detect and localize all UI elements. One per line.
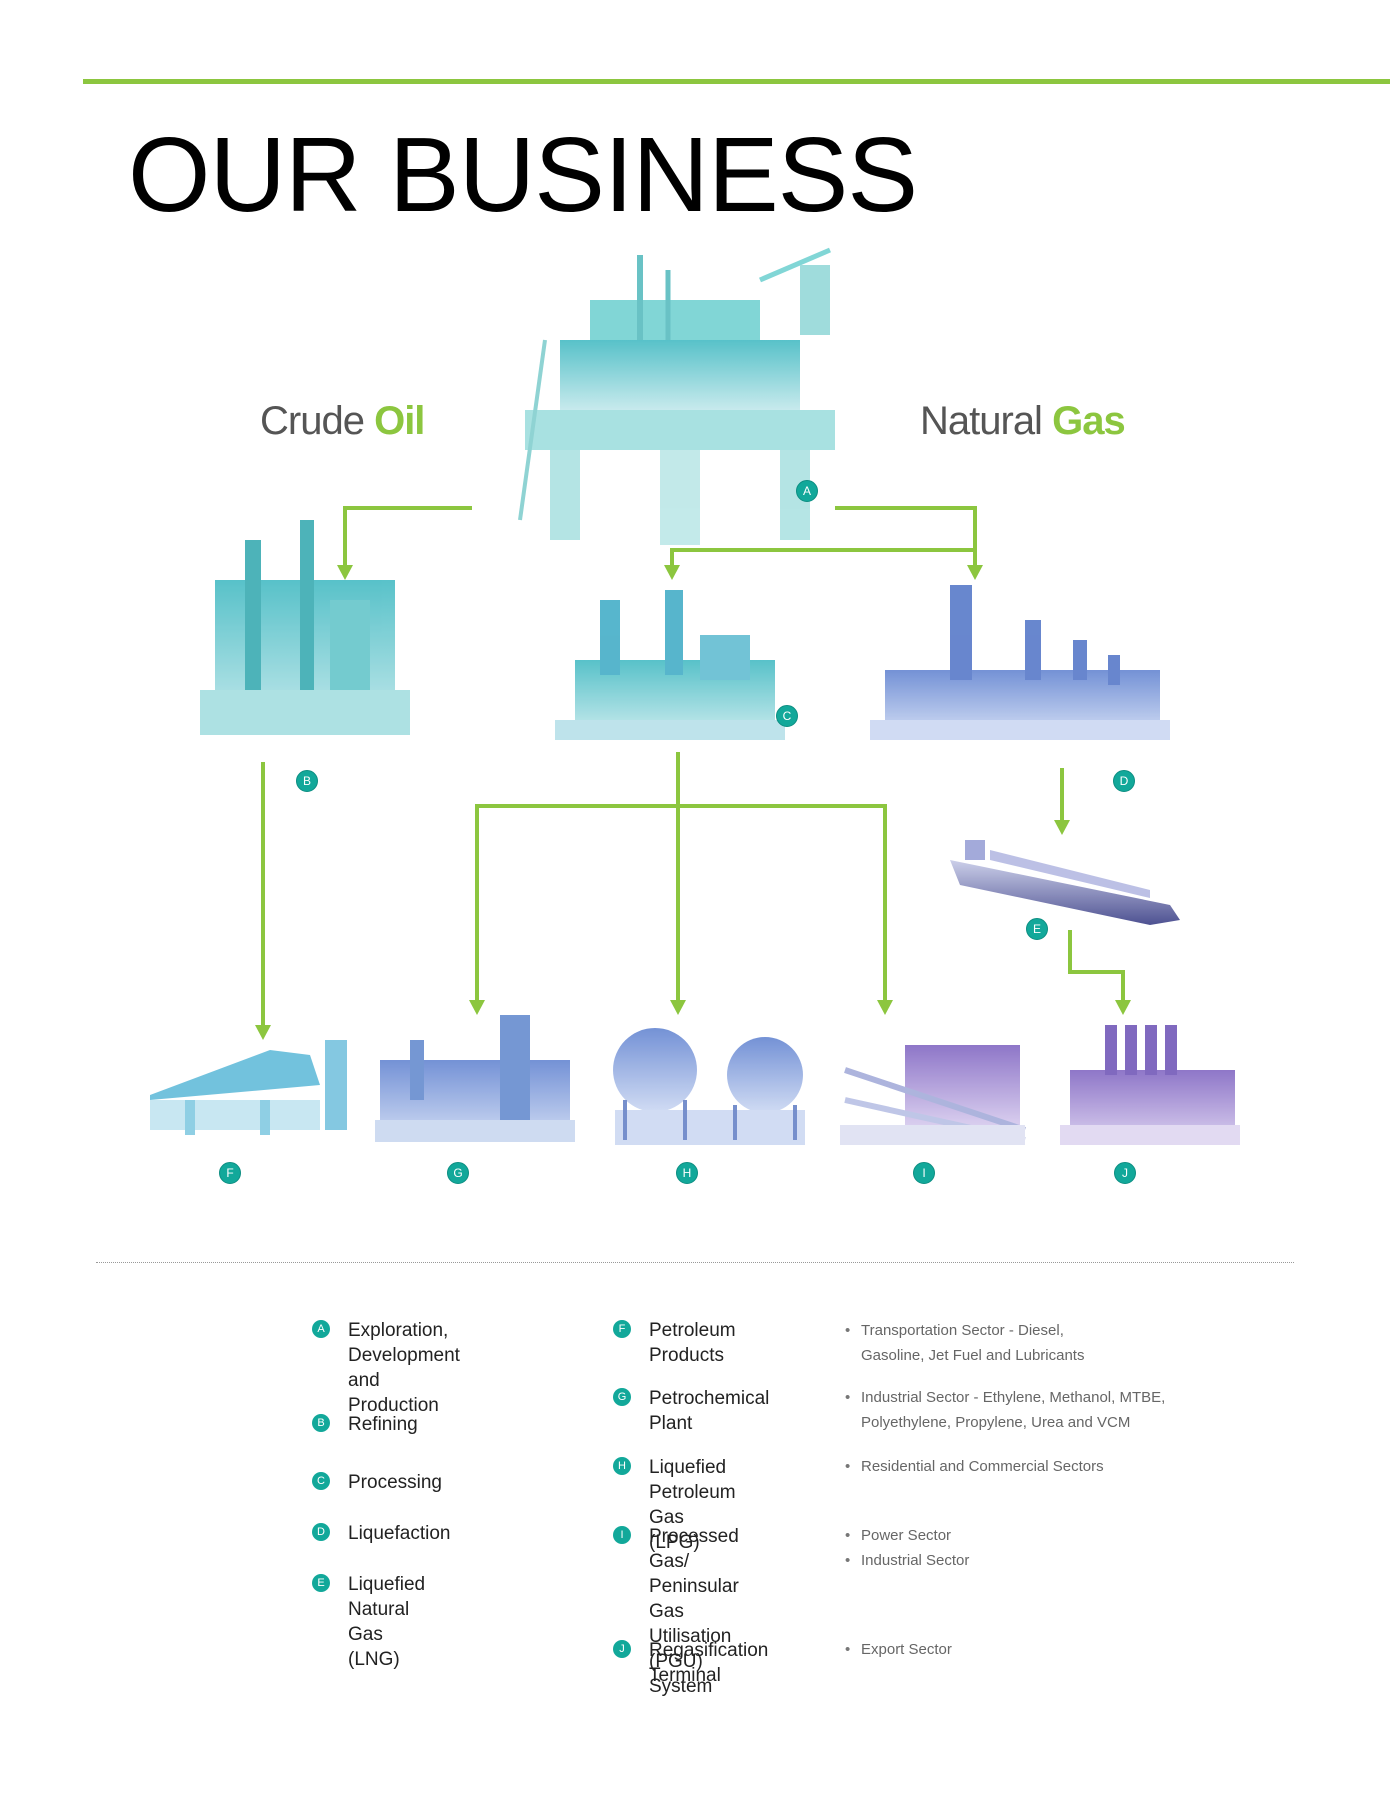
arrowhead-i <box>877 1000 893 1015</box>
node-badge-c: C <box>776 705 798 727</box>
legend-label-f: Petroleum Products <box>649 1320 736 1366</box>
legend-badge-f: F <box>613 1320 631 1338</box>
sector-item: Power Sector <box>845 1523 969 1548</box>
lpg-storage-spheres-illustration <box>613 1028 805 1145</box>
edge-c-to-g-i <box>475 804 887 1000</box>
business-flow-diagram <box>150 247 1240 1145</box>
arrowhead-h <box>670 1000 686 1015</box>
sector-item: Export Sector <box>845 1637 952 1662</box>
sector-item: Residential and Commercial Sectors <box>845 1454 1104 1479</box>
edge-to-c <box>670 548 975 565</box>
sector-list-f: Transportation Sector - Diesel, Gasoline… <box>845 1318 1084 1368</box>
legend-label-i: Processed Gas/ Peninsular Gas Utilisatio… <box>649 1526 739 1697</box>
natural-gas-heading-word2: Gas <box>1052 399 1126 443</box>
legend-label-b: Refining <box>348 1414 418 1435</box>
legend-badge-c: C <box>312 1472 330 1490</box>
sector-item: Transportation Sector - Diesel, Gasoline… <box>845 1318 1084 1368</box>
arrowhead-g <box>469 1000 485 1015</box>
node-badge-i: I <box>913 1162 935 1184</box>
legend-label-d: Liquefaction <box>348 1523 451 1544</box>
legend-label-e: Liquefied Natural Gas (LNG) <box>348 1574 426 1670</box>
node-badge-f: F <box>219 1162 241 1184</box>
node-badge-d: D <box>1113 770 1135 792</box>
page-title: OUR BUSINESS <box>128 116 918 234</box>
sector-list-j: Export Sector <box>845 1637 952 1662</box>
node-badge-b: B <box>296 770 318 792</box>
legend-badge-d: D <box>312 1523 330 1541</box>
node-badge-g: G <box>447 1162 469 1184</box>
flow-connectors <box>261 506 1125 1025</box>
edge-e-to-j <box>1068 930 1125 1000</box>
gas-pipeline-illustration <box>840 1045 1026 1145</box>
legend-badge-a: A <box>312 1320 330 1338</box>
node-badge-j: J <box>1114 1162 1136 1184</box>
gas-processing-plant-illustration <box>555 590 785 740</box>
legend-badge-b: B <box>312 1414 330 1432</box>
top-divider <box>83 79 1390 84</box>
refinery-illustration <box>200 520 410 735</box>
lng-tanker-illustration <box>950 840 1180 925</box>
crude-oil-heading-word1: Crude <box>260 399 365 443</box>
arrowhead-j <box>1115 1000 1131 1015</box>
legend-badge-j: J <box>613 1640 631 1658</box>
arrowhead-e <box>1054 820 1070 835</box>
legend-badge-h: H <box>613 1457 631 1475</box>
legend-badge-e: E <box>312 1574 330 1592</box>
natural-gas-heading: Natural Gas <box>920 397 1126 445</box>
sector-list-i: Power Sector Industrial Sector <box>845 1523 969 1573</box>
legend-label-g: Petrochemical Plant <box>649 1388 770 1434</box>
node-badge-e: E <box>1026 918 1048 940</box>
petrol-station-illustration <box>150 1040 347 1135</box>
node-badge-a: A <box>796 480 818 502</box>
arrowhead-b <box>337 565 353 580</box>
legend-label-h: Liquefied Petroleum Gas (LPG) <box>649 1457 736 1553</box>
crude-oil-heading: Crude Oil <box>260 397 425 445</box>
sector-item: Industrial Sector <box>845 1548 969 1573</box>
legend-label-c: Processing <box>348 1472 442 1493</box>
flow-arrowheads <box>255 565 1131 1040</box>
petrochemical-plant-illustration <box>375 1015 575 1142</box>
legend-badge-i: I <box>613 1526 631 1544</box>
edge-a-to-b <box>343 506 472 565</box>
legend-label-j: Regasification Terminal <box>649 1640 769 1686</box>
edge-a-to-c-d <box>835 506 977 565</box>
legend-separator <box>96 1262 1294 1263</box>
sector-list-g: Industrial Sector - Ethylene, Methanol, … <box>845 1385 1165 1435</box>
sector-item: Industrial Sector - Ethylene, Methanol, … <box>845 1385 1165 1435</box>
liquefaction-plant-illustration <box>870 585 1170 740</box>
crude-oil-heading-word2: Oil <box>374 399 425 443</box>
legend-label-a: Exploration, Development and Production <box>348 1320 460 1416</box>
arrowhead-f <box>255 1025 271 1040</box>
arrowhead-d <box>967 565 983 580</box>
arrowhead-c <box>664 565 680 580</box>
legend-badge-g: G <box>613 1388 631 1406</box>
sector-list-h: Residential and Commercial Sectors <box>845 1454 1104 1479</box>
natural-gas-heading-word1: Natural <box>920 399 1043 443</box>
offshore-platform-illustration <box>518 247 835 545</box>
node-badge-h: H <box>676 1162 698 1184</box>
regasification-terminal-illustration <box>1060 1025 1240 1145</box>
